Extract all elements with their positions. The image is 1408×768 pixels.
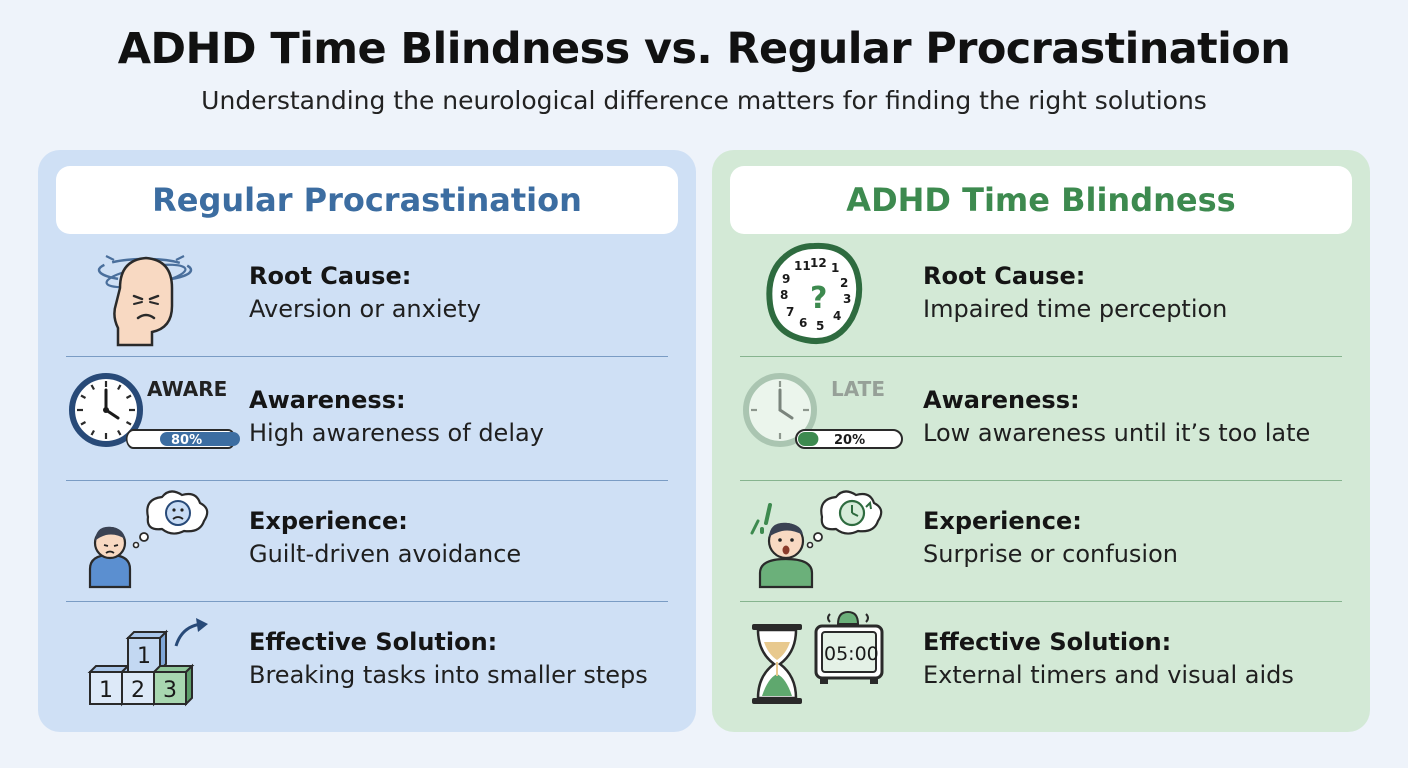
row-root-cause: Root Cause: Aversion or anxiety [66, 236, 668, 357]
block-label: 2 [131, 678, 145, 703]
clock-number: 4 [833, 309, 841, 323]
row-divider [66, 480, 668, 481]
block-label: 3 [163, 678, 177, 703]
question-mark: ? [810, 281, 827, 316]
solution-label: Effective Solution: [923, 628, 1172, 656]
clock-late-icon: LATE 20% [740, 360, 920, 481]
experience-label: Experience: [923, 507, 1082, 535]
solution-label: Effective Solution: [249, 628, 498, 656]
adhd-time-blindness-title: ADHD Time Blindness [730, 166, 1352, 234]
clock-number: 12 [810, 256, 827, 270]
row-awareness: AWARE 80% Awareness: High awareness of d… [66, 360, 668, 481]
block-label: 1 [137, 644, 151, 669]
adhd-time-blindness-panel: ADHD Time Blindness 11 12 1 2 3 4 5 6 7 … [712, 150, 1370, 732]
clock-number: 1 [831, 261, 839, 275]
clock-aware-icon: AWARE 80% [66, 360, 246, 481]
block-label: 1 [99, 678, 113, 703]
clock-number: 6 [799, 316, 807, 330]
clock-number: 2 [840, 276, 848, 290]
sad-person-icon [66, 481, 246, 602]
clock-number: 3 [843, 292, 851, 306]
regular-procrastination-title: Regular Procrastination [56, 166, 678, 234]
root-cause-label: Root Cause: [923, 262, 1086, 290]
experience-desc: Guilt-driven avoidance [249, 540, 522, 568]
row-divider [740, 356, 1342, 357]
experience-desc: Surprise or confusion [923, 540, 1178, 568]
awareness-meter-text: 80% [171, 433, 202, 448]
root-cause-desc: Aversion or anxiety [249, 295, 481, 323]
clock-number: 9 [782, 272, 790, 286]
row-solution: 05:00 Effective Solution: External timer… [740, 602, 1342, 723]
root-cause-desc: Impaired time perception [923, 295, 1228, 323]
timer-display: 05:00 [824, 643, 879, 665]
surprised-person-icon [740, 481, 920, 602]
row-root-cause: 11 12 1 2 3 4 5 6 7 8 9 ? Root Cause: Im… [740, 236, 1342, 357]
experience-label: Experience: [249, 507, 408, 535]
row-divider [740, 601, 1342, 602]
row-divider [66, 356, 668, 357]
late-badge: LATE [831, 377, 885, 401]
steps-blocks-icon: 1 2 3 1 [66, 602, 246, 723]
row-divider [66, 601, 668, 602]
row-divider [740, 480, 1342, 481]
root-cause-label: Root Cause: [249, 262, 412, 290]
clock-number: 8 [780, 288, 788, 302]
awareness-meter-text: 20% [834, 433, 865, 448]
awareness-desc: High awareness of delay [249, 419, 544, 447]
solution-desc: Breaking tasks into smaller steps [249, 661, 648, 689]
clock-number: 5 [816, 319, 824, 333]
clock-number: 7 [786, 305, 794, 319]
awareness-meter-fill [798, 432, 819, 446]
hourglass-timer-icon: 05:00 [740, 602, 920, 723]
clock-number: 11 [794, 259, 811, 273]
stressed-head-icon [66, 236, 246, 357]
regular-procrastination-panel: Regular Procrastination Root Cause: Aver… [38, 150, 696, 732]
row-awareness: LATE 20% Awareness: Low awareness until … [740, 360, 1342, 481]
awareness-label: Awareness: [249, 386, 406, 414]
row-experience: Experience: Guilt-driven avoidance [66, 481, 668, 602]
awareness-meter-fill [160, 432, 240, 446]
awareness-desc: Low awareness until it’s too late [923, 419, 1311, 447]
page-title: ADHD Time Blindness vs. Regular Procrast… [117, 24, 1291, 74]
aware-badge: AWARE [147, 377, 227, 401]
page-subtitle: Understanding the neurological differenc… [201, 86, 1207, 115]
awareness-label: Awareness: [923, 386, 1080, 414]
row-experience: Experience: Surprise or confusion [740, 481, 1342, 602]
solution-desc: External timers and visual aids [923, 661, 1294, 689]
row-solution: 1 2 3 1 Effective Solution: Breaking tas… [66, 602, 668, 723]
distorted-clock-icon: 11 12 1 2 3 4 5 6 7 8 9 ? [740, 236, 920, 357]
